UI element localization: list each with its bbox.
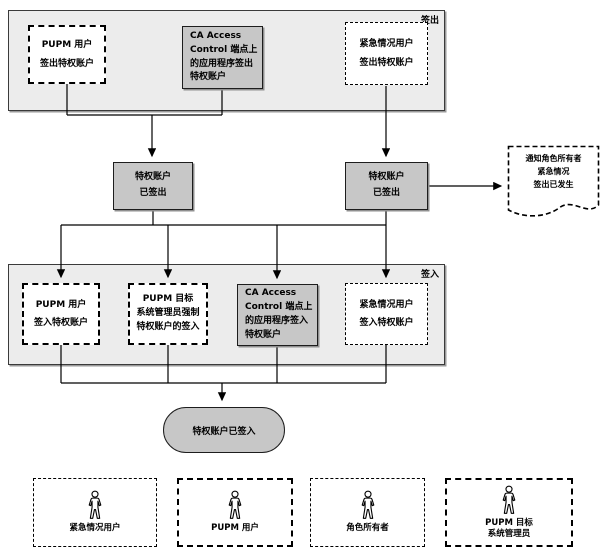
node-emergency-user-checkin: 紧急情况用户 签入特权账户 (345, 283, 428, 345)
node-pupm-user-checkin: PUPM 用户 签入特权账户 (22, 283, 100, 345)
person-icon (361, 491, 374, 520)
node-account-checked-out-right: 特权账户 已签出 (345, 162, 428, 210)
person-icon (88, 491, 102, 520)
persona-pupm-target-admin: PUPM 目标 系统管理员 (445, 478, 573, 547)
node-account-checked-out-left: 特权账户 已签出 (113, 162, 193, 210)
checkout-group-label: 签出 (420, 16, 439, 26)
node-ca-endpoint-checkin: CA Access Control 端点上 的应用程序签入 特权账户 (237, 284, 318, 346)
persona-label: PUPM 目标 系统管理员 (485, 517, 533, 539)
person-icon (228, 491, 242, 520)
checkin-group-label: 签入 (420, 270, 439, 280)
persona-role-owner: 角色所有者 (310, 478, 425, 547)
node-ca-endpoint-checkout: CA Access Control 端点上 的应用程序签出 特权账户 (182, 26, 263, 89)
notify-role-owner-text: 通知角色所有者 紧急情况 签出已发生 (525, 154, 582, 189)
persona-label: 角色所有者 (346, 523, 389, 534)
persona-emergency-user: 紧急情况用户 (33, 478, 157, 547)
persona-label: 紧急情况用户 (69, 523, 121, 534)
node-admin-force-checkin: PUPM 目标 系统管理员强制 特权账户的签入 (128, 283, 208, 345)
document-shape-icon (507, 145, 600, 217)
node-emergency-user-checkout: 紧急情况用户 签出特权账户 (345, 22, 428, 85)
persona-pupm-user: PUPM 用户 (177, 478, 293, 547)
persona-label: PUPM 用户 (211, 523, 259, 534)
node-notify-role-owner-document: 通知角色所有者 紧急情况 签出已发生 (507, 145, 600, 225)
node-pupm-user-checkout: PUPM 用户 签出特权账户 (28, 25, 106, 84)
node-account-checked-in: 特权账户已签入 (163, 407, 285, 453)
person-icon (502, 485, 516, 514)
